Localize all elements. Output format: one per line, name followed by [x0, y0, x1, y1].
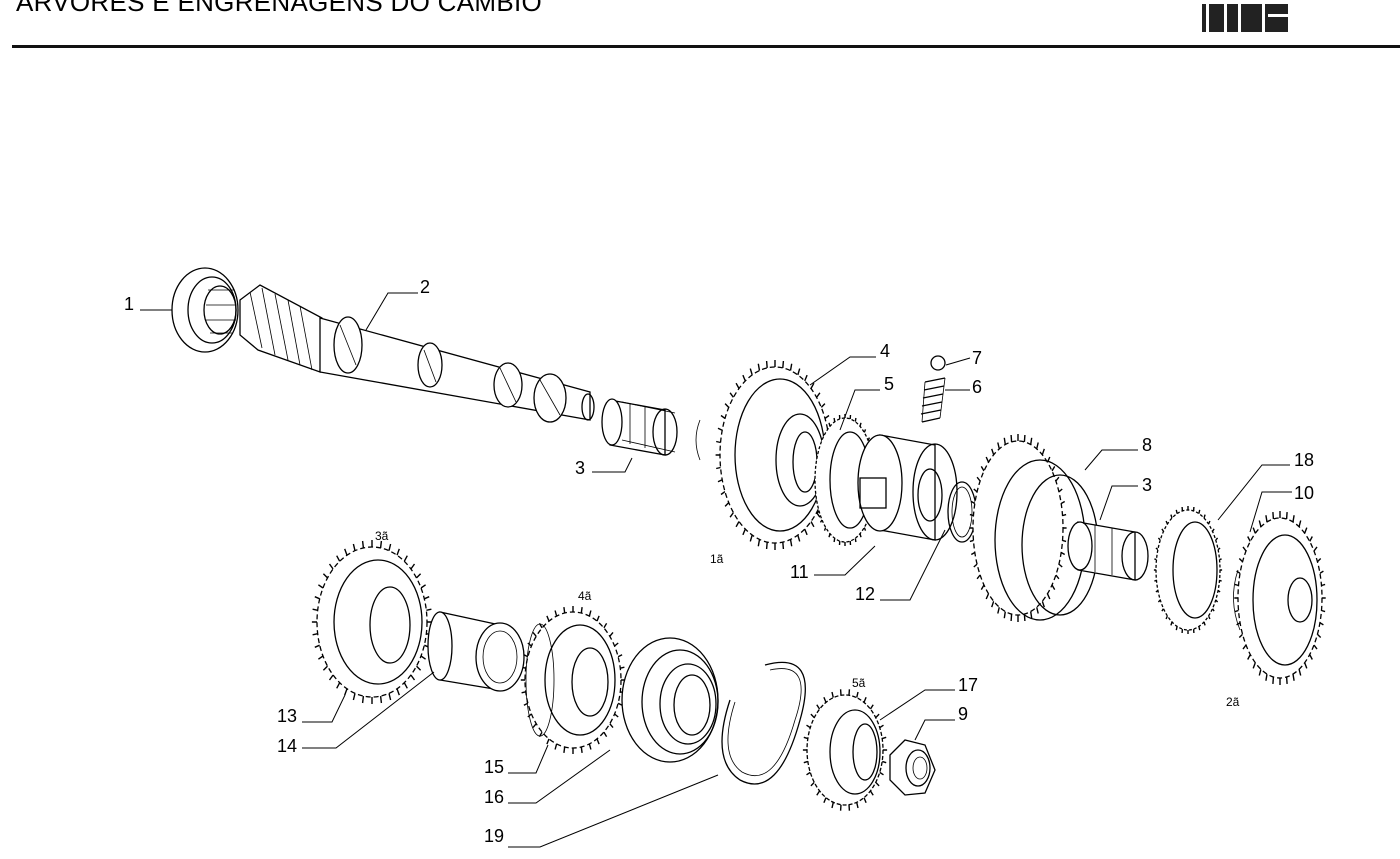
part-19-circlip [721, 661, 806, 785]
gear-teeth [969, 434, 1067, 622]
gear-label-fifth: 5ã [852, 676, 866, 690]
part-2-shaft [239, 284, 595, 423]
callout-5: 5 [884, 374, 894, 394]
part-1-roller-bearing [171, 267, 239, 353]
gear-label-second: 2ã [1226, 695, 1240, 709]
callout-2: 2 [420, 277, 430, 297]
callout-8: 8 [1142, 435, 1152, 455]
callout-9: 9 [958, 704, 968, 724]
callout-18: 18 [1294, 450, 1314, 470]
callout-6: 6 [972, 377, 982, 397]
gear-teeth [311, 540, 433, 704]
callout-12: 12 [855, 584, 875, 604]
part-18-synchro-ring [1155, 509, 1221, 631]
callout-10: 10 [1294, 483, 1314, 503]
part-12-snap-ring [947, 481, 977, 543]
callout-19: 19 [484, 826, 504, 846]
part-9-nut [889, 739, 936, 796]
header-divider [12, 45, 1400, 48]
callout-15: 15 [484, 757, 504, 777]
callout-16: 16 [484, 787, 504, 807]
part-14-spacer-sleeve [427, 611, 525, 692]
page-title: ÁRVORES E ENGRENAGENS DO CÂMBIO [16, 0, 543, 17]
part-4-first-gear [695, 366, 831, 544]
callout-3-lower: 3 [1142, 475, 1152, 495]
gear-teeth [802, 689, 888, 811]
gear-teeth [1153, 506, 1223, 634]
part-7-plunger [930, 355, 946, 371]
callout-17: 17 [958, 675, 978, 695]
callout-14: 14 [277, 736, 297, 756]
callout-13: 13 [277, 706, 297, 726]
part-16-ball-bearing [621, 637, 719, 763]
callout-4: 4 [880, 341, 890, 361]
part-3-needle-bearing-lower [1067, 521, 1149, 581]
callout-11: 11 [790, 562, 809, 582]
callout-7: 7 [972, 348, 982, 368]
part-13-third-gear [316, 546, 428, 698]
leader-lines [140, 292, 1292, 848]
callout-1: 1 [124, 294, 134, 314]
part-10-second-gear [1233, 517, 1323, 679]
gear-teeth [520, 606, 626, 754]
part-17-fifth-gear [806, 694, 884, 806]
fiat-logo [1202, 4, 1288, 32]
part-15-fourth-gear [524, 611, 622, 749]
callout-3-upper: 3 [575, 458, 585, 478]
part-11-synchro-hub [857, 434, 958, 541]
gear-teeth [1234, 511, 1326, 685]
gear-label-first: 1ã [710, 552, 724, 566]
gear-label-third: 3ã [375, 529, 389, 543]
gear-label-fourth: 4ã [578, 589, 592, 603]
part-3-needle-bearing-upper [601, 398, 678, 456]
part-6-spring [920, 377, 946, 423]
